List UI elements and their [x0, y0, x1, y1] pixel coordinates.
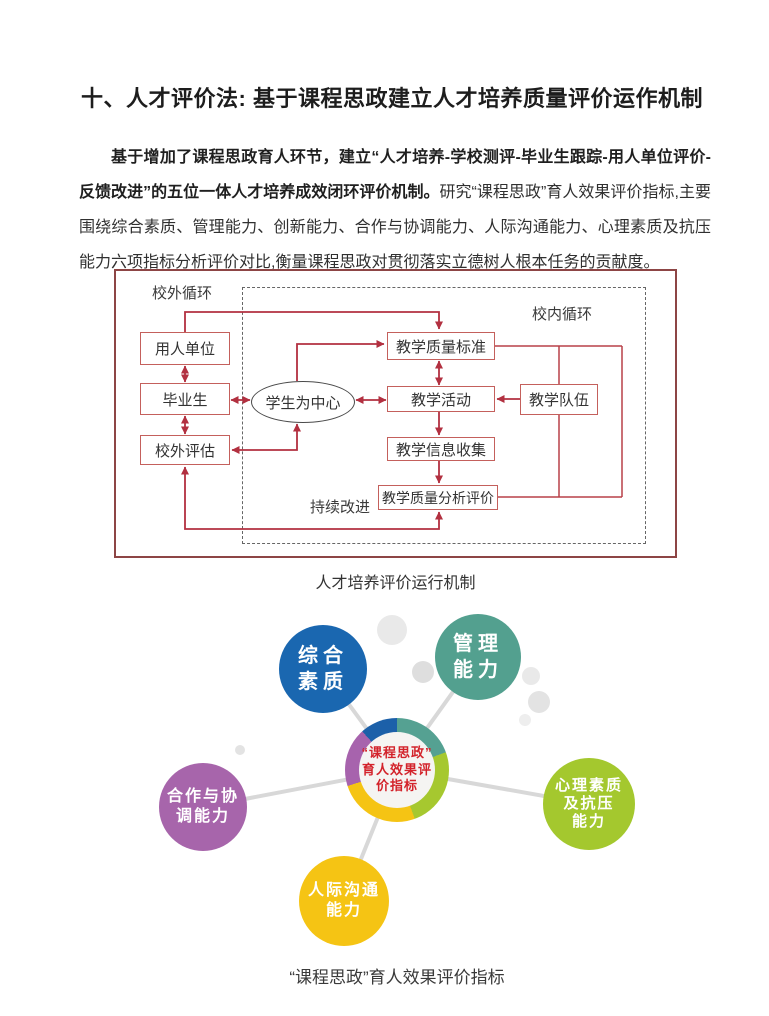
- node-student-centered: 学生为中心: [251, 381, 355, 423]
- decorative-dot: [522, 667, 540, 685]
- internal-loop-dashed-box: [242, 287, 646, 544]
- node-teaching-team: 教学队伍: [520, 384, 598, 415]
- bubble-cooperation-coordination: 合作与协 调能力: [159, 763, 247, 851]
- flowchart-figure: 校外循环 校内循环 持续改进 用人单位 毕业生 校外评估 学生为中心 教学质量标…: [114, 269, 677, 558]
- node-external-evaluation: 校外评估: [140, 435, 230, 465]
- page-title: 十、人才评价法: 基于课程思政建立人才培养质量评价运作机制: [81, 86, 703, 111]
- flowchart-caption: 人才培养评价运行机制: [315, 575, 476, 592]
- paragraph-bold-text: 基于增加了课程思政育人环节，建立“人才培养-学校测评-毕业生跟踪-用人单位评价-…: [79, 149, 711, 201]
- center-donut-label: “课程思政” 育人效果评 价指标: [359, 732, 435, 808]
- node-teaching-info-collection: 教学信息收集: [387, 437, 495, 461]
- decorative-dot: [235, 745, 245, 755]
- indicator-diagram-figure: 综合 素质 管理 能力 合作与协 调能力 心理素质 及抗压 能力 人际沟通 能力…: [0, 600, 769, 960]
- decorative-dot: [528, 691, 550, 713]
- bubble-comprehensive-quality: 综合 素质: [279, 625, 367, 713]
- node-graduate: 毕业生: [140, 383, 230, 415]
- decorative-dot: [377, 615, 407, 645]
- decorative-dot: [412, 661, 434, 683]
- paragraph-regular-text: 研究“课程思政”育人效果评价指标,主要围绕综合素质、管理能力、创新能力、合作与协…: [79, 184, 711, 271]
- node-teaching-quality-standard: 教学质量标准: [387, 332, 495, 360]
- node-employer: 用人单位: [140, 332, 230, 365]
- indicator-diagram-caption: “课程思政”育人效果评价指标: [289, 968, 505, 987]
- node-teaching-activity: 教学活动: [387, 386, 495, 412]
- intro-paragraph: 基于增加了课程思政育人环节，建立“人才培养-学校测评-毕业生跟踪-用人单位评价-…: [79, 140, 711, 280]
- internal-loop-label: 校内循环: [532, 306, 593, 323]
- bubble-psychological-resilience: 心理素质 及抗压 能力: [543, 758, 635, 850]
- bubble-management-ability: 管理 能力: [435, 614, 521, 700]
- node-teaching-quality-analysis: 教学质量分析评价: [378, 485, 498, 510]
- decorative-dot: [519, 714, 531, 726]
- bubble-interpersonal-communication: 人际沟通 能力: [299, 856, 389, 946]
- continuous-improvement-label: 持续改进: [310, 499, 371, 516]
- center-donut: “课程思政” 育人效果评 价指标: [345, 718, 449, 822]
- external-loop-label: 校外循环: [152, 285, 213, 302]
- flowchart-arrows: [181, 311, 623, 530]
